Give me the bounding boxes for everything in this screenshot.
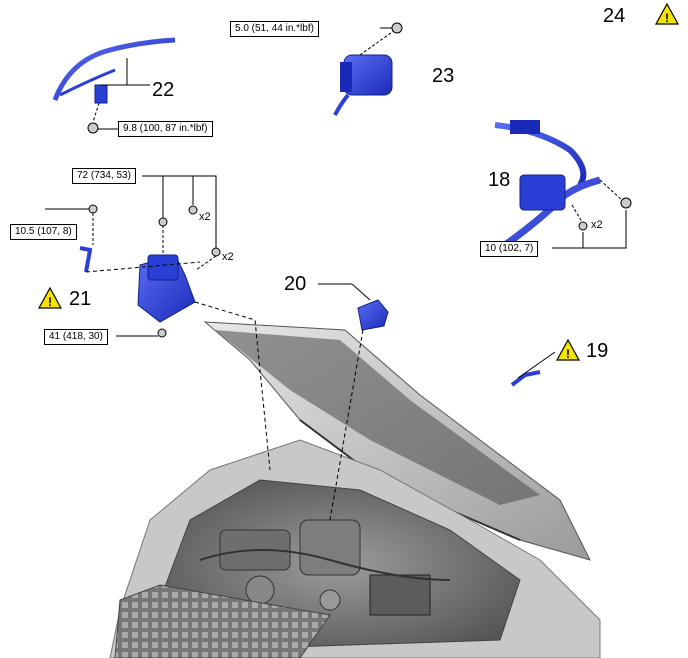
warning-triangle-icon: !	[555, 338, 581, 361]
callout-23: 23	[432, 65, 455, 87]
torque-spec-21-nut: 41 (418, 30)	[44, 329, 108, 345]
svg-text:!: !	[48, 295, 52, 309]
callout-20: 20	[284, 273, 307, 295]
vehicle-illustration	[109, 321, 601, 658]
part-19-connector	[510, 351, 556, 387]
quantity-label: x2	[199, 211, 211, 223]
part-22-harness	[52, 37, 176, 134]
front-grille	[114, 584, 331, 658]
quantity-label: x2	[222, 251, 234, 263]
callout-22: 22	[152, 79, 175, 101]
svg-text:!: !	[566, 347, 570, 361]
callout-21: 21	[69, 288, 92, 310]
svg-text:!: !	[665, 11, 669, 25]
torque-spec-22: 9.8 (100, 87 in.*lbf)	[118, 121, 213, 137]
part-21-bracket	[45, 175, 271, 471]
torque-spec-23: 5.0 (51, 44 in.*lbf)	[230, 21, 319, 37]
warning-triangle-icon: !	[37, 286, 63, 309]
callout-19: 19	[586, 340, 609, 362]
torque-spec-18: 10 (102, 7)	[480, 241, 539, 257]
callout-24: 24	[603, 5, 626, 27]
torque-spec-21-left: 10.5 (107, 8)	[10, 224, 77, 240]
part-18-harness	[494, 120, 632, 249]
callout-18: 18	[488, 169, 511, 191]
warning-triangle-icon: !	[654, 2, 680, 25]
quantity-label: x2	[591, 219, 603, 231]
part-20-actuator	[318, 283, 389, 521]
torque-spec-21-main: 72 (734, 53)	[72, 168, 136, 184]
part-23-reservoir	[333, 22, 403, 116]
